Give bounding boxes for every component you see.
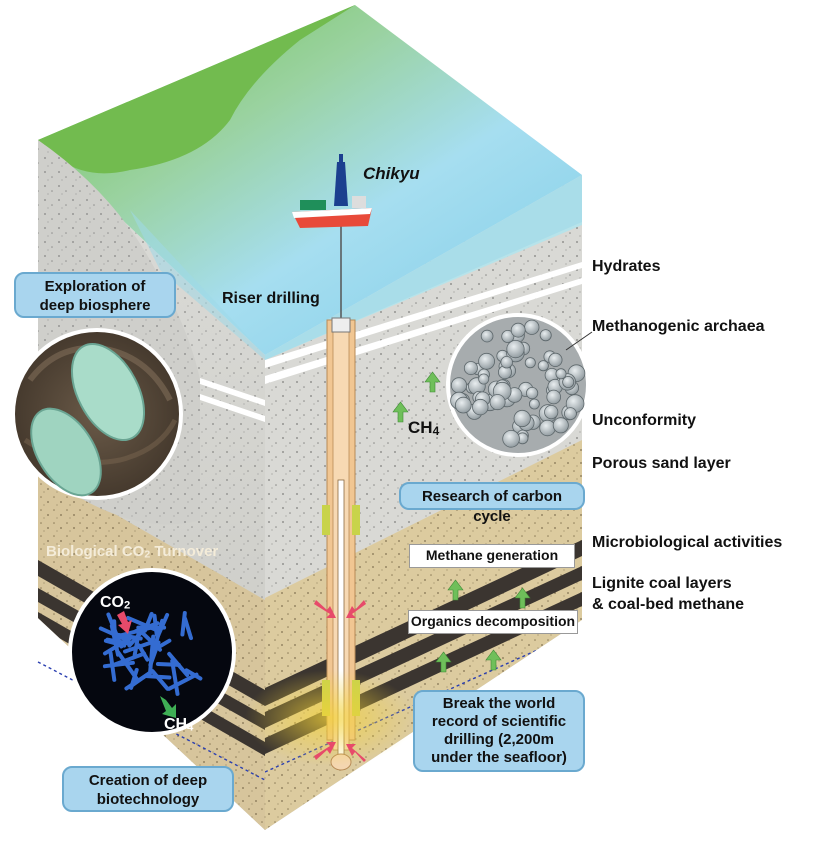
archaea-cell [450,377,468,394]
fluorescent-rod [145,674,172,680]
archaea-cell [510,322,526,338]
carbon-cycle-box: Research of carbon cycle [399,482,585,525]
archaea-cell [502,429,520,448]
archaea-cell [562,375,575,388]
archaea-cell [513,409,531,428]
archaea-cell [546,389,561,405]
fluorescent-rod [103,638,127,648]
fluorescent-rod [102,660,135,669]
archaea-cell [544,404,559,420]
co2-label: CO2 [100,594,131,612]
bacteria-micrograph [11,328,183,500]
archaea-cell [525,386,539,400]
archaea-cell [524,357,536,369]
archaea-cell [552,417,569,434]
ch4-label: CH4 [164,716,194,734]
fluorescent-rod [143,611,154,633]
microbiological-label: Microbiological activities [592,534,783,551]
archaea-cell [463,361,478,376]
archaea-cell [480,329,494,343]
archaea-micrograph [446,313,593,457]
fluorescent-micrograph [68,568,236,736]
archaea-cell [529,398,540,410]
archaea-cell [539,329,552,342]
archaea-cell [524,319,540,335]
ch4-center-label: CH4 [408,418,440,438]
archaea-cell [454,396,472,414]
lignite-label-2: & coal-bed methane [592,596,745,613]
fluorescent-rod [180,611,187,637]
methane-generation-box: Methane generation [409,544,575,568]
archaea-cell [537,360,549,372]
archaea-cell [478,373,490,385]
fluorescent-rod [132,626,142,658]
archaea-cell [506,339,525,359]
unconformity-label: Unconformity [592,412,696,429]
archaea-cell [539,419,556,437]
organics-decomposition-box: Organics decomposition [408,610,578,634]
archaea-cell [564,407,577,421]
archaea-cell [489,394,506,411]
fluorescent-rod [167,672,199,691]
lignite-label-1: Lignite coal layers [592,575,732,592]
fluorescent-rod [148,634,156,674]
hydrates-label: Hydrates [592,258,661,275]
archaea-cell [500,356,513,369]
archaea-cell [548,352,563,367]
ship-chikyu [292,154,372,228]
archaea-cell [472,398,489,416]
turnover-label: Biological CO2 Turnover [46,543,219,561]
red-arrows [314,600,366,762]
fluorescent-rod [155,613,170,639]
riser-label: Riser drilling [222,290,320,307]
fluorescent-rod [155,662,181,667]
porous-sand-label: Porous sand layer [592,455,731,472]
archaea-cell [478,352,496,370]
fluorescent-rod [129,667,139,690]
ship-label: Chikyu [363,164,420,183]
fluorescent-rod [183,616,193,641]
archaea-cell [501,329,515,343]
fluorescent-rod [152,613,159,637]
fluorescent-rod [115,632,143,641]
archaea-label: Methanogenic archaea [592,318,765,335]
fluorescent-rod [150,669,170,691]
green-arrows [392,371,531,673]
archaea-cell [555,368,567,380]
